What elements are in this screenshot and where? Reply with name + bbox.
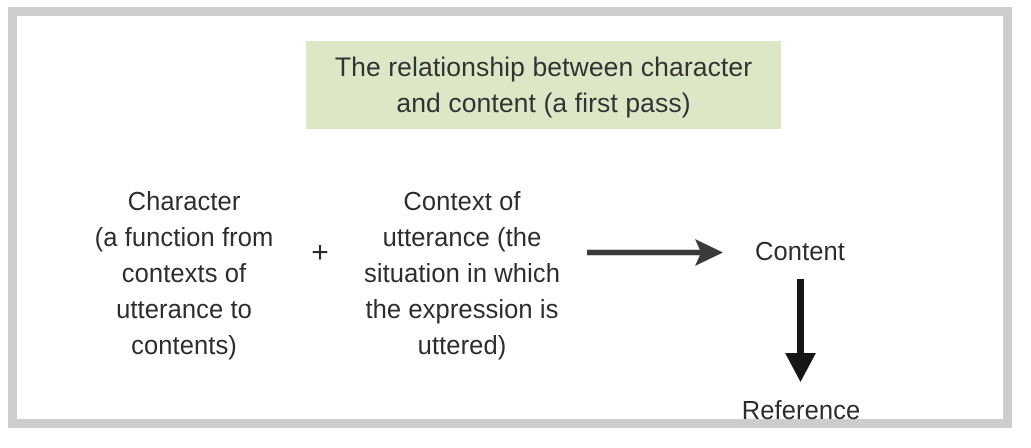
node-content: Content (754, 238, 845, 266)
node-character: Character (a function from contexts of u… (94, 188, 274, 360)
arrow-down-icon (785, 279, 816, 382)
title-banner: The relationship between character and c… (306, 41, 781, 129)
arrow-down-head (785, 353, 816, 382)
arrow-right-icon (587, 239, 723, 266)
figure-border-frame: The relationship between character and c… (8, 7, 1012, 428)
node-reference: Reference (741, 397, 861, 425)
arrow-right-head (695, 239, 723, 266)
plus-operator: + (311, 236, 329, 269)
node-context-of-utterance: Context of utterance (the situation in w… (364, 188, 560, 360)
figure-title: The relationship between character and c… (334, 52, 753, 118)
